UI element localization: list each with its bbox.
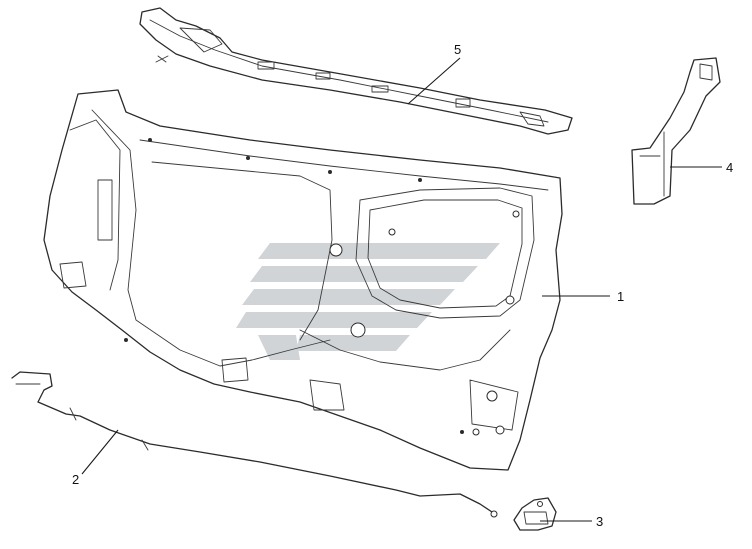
leader-line-2: [81, 429, 119, 475]
watermark-logo: [236, 243, 500, 360]
part-3-hood-latch: [513, 497, 557, 531]
callout-5: 5: [454, 42, 461, 57]
part-4-side-bracket: [631, 57, 721, 205]
leader-line-5: [407, 57, 461, 105]
callout-3: 3: [596, 514, 603, 529]
part-5-upper-tie-bar: [139, 7, 573, 135]
part-1-radiator-support: [43, 89, 563, 471]
callout-4: 4: [726, 160, 733, 175]
callout-1: 1: [617, 289, 624, 304]
part-2-hood-cable: [11, 371, 498, 518]
callout-2: 2: [72, 472, 79, 487]
